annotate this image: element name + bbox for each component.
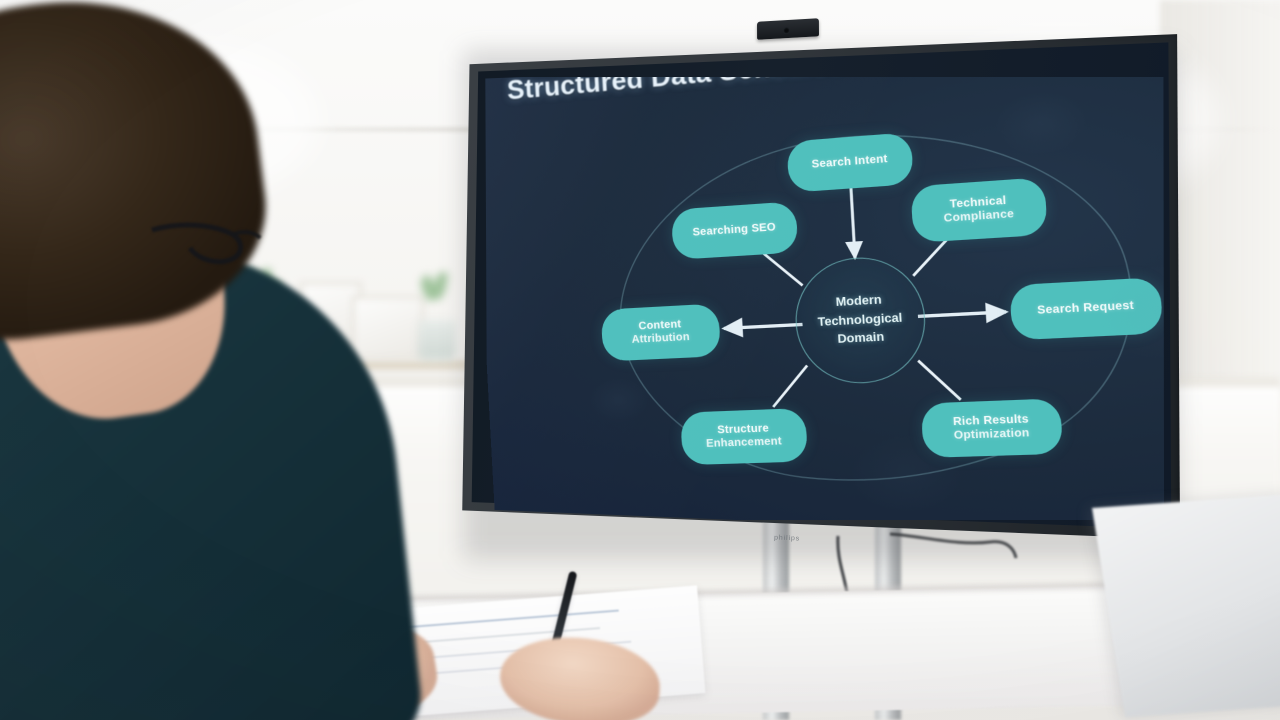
diagram-node-right[interactable]: Search Request (1009, 276, 1164, 341)
arrow-center-to-right (918, 312, 1006, 316)
center-line-1: Modern (835, 293, 883, 310)
display-screen[interactable]: Structured Data Schemes Structured Data … (483, 77, 1165, 521)
diagram-node-lower-left[interactable]: Structure Enhancement (680, 407, 809, 465)
eyeglasses-icon (151, 222, 262, 265)
diagram-node-lower-right[interactable]: Rich Results Optimization (920, 398, 1064, 458)
diagram-node-upper-left[interactable]: Searching SEO (671, 200, 799, 260)
potted-plant (417, 271, 456, 360)
arrow-top-to-center (851, 188, 855, 257)
node-label-line2: Enhancement (706, 435, 783, 450)
node-label-line2: Attribution (631, 330, 691, 346)
webcam-icon (757, 18, 819, 40)
node-label: Structure (717, 421, 770, 436)
shelf-frame (352, 296, 424, 360)
laptop (1092, 493, 1280, 718)
node-label-line2: Optimization (953, 426, 1031, 442)
arrow-center-to-left (724, 324, 803, 328)
center-line-2: Technological (817, 310, 903, 329)
spoke-lower-right (918, 359, 961, 402)
node-label: Searching SEO (692, 220, 777, 239)
node-label: Search Intent (811, 152, 889, 171)
slide-surface: Structured Data Schemes Structured Data … (483, 77, 1165, 521)
spoke-lower-left (771, 365, 809, 406)
center-line-3: Domain (837, 330, 885, 347)
display-brand-label: philips (773, 534, 801, 543)
spoke-upper-left (762, 250, 802, 288)
diagram-node-upper-right[interactable]: Technical Compliance (910, 176, 1048, 243)
hub-and-spoke-diagram: Modern Technological Domain Search Inten… (530, 77, 1164, 521)
presentation-display[interactable]: philips Structured Data Schemes Structur… (455, 32, 1180, 552)
node-label: Search Request (1037, 299, 1135, 317)
diagram-node-top[interactable]: Search Intent (786, 131, 915, 193)
diagram-node-left[interactable]: Content Attribution (600, 303, 722, 362)
